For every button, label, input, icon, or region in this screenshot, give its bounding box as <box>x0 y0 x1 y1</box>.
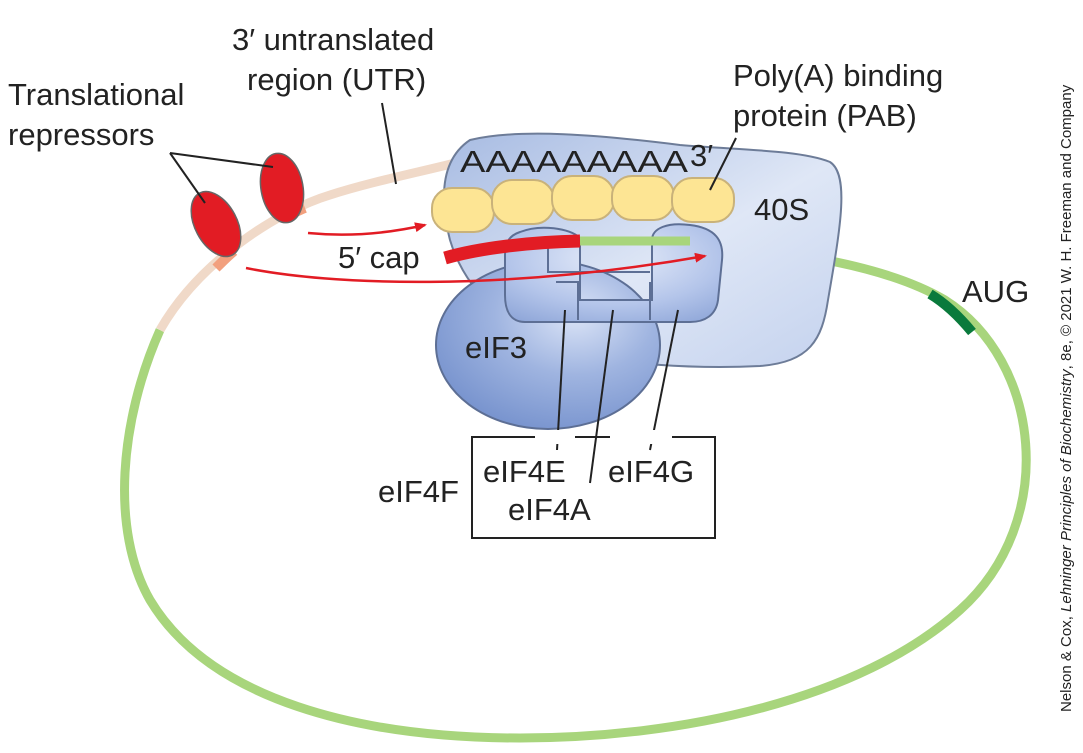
aug-codon-mark <box>927 289 976 336</box>
eif4f-divider-left <box>556 281 579 320</box>
leader-eif4a <box>589 309 614 484</box>
credit-line: Nelson & Cox, Lehninger Principles of Bi… <box>1058 84 1075 712</box>
credit-authors: Nelson & Cox, <box>1058 612 1075 712</box>
arrow-to-pab <box>307 222 427 236</box>
credit-book: Lehninger Principles of Biochemistry <box>1058 368 1075 612</box>
mrna-3utr-strand <box>156 158 457 333</box>
pab-protein-1 <box>431 187 495 233</box>
label-five-prime-cap: 5′ cap <box>338 240 420 275</box>
credit-rest: , 8e, © 2021 W. H. Freeman and Company <box>1058 84 1075 369</box>
leader-eif4g <box>649 309 679 451</box>
pab-proteins <box>431 175 735 233</box>
pab-protein-4 <box>611 175 675 221</box>
label-eif4a: eIF4A <box>508 492 591 527</box>
leader-pab <box>709 137 737 191</box>
translational-repressor-2 <box>259 152 305 224</box>
label-utr-line1: 3′ untranslated <box>232 22 434 57</box>
eif4f-inner-outline <box>547 240 650 273</box>
label-eif4f: eIF4F <box>378 474 459 509</box>
pab-protein-3 <box>551 175 615 221</box>
label-repressors-line2: repressors <box>8 117 154 152</box>
label-utr-line2: region (UTR) <box>247 62 426 97</box>
label-poly-a: AAAAAAAAA <box>460 144 688 179</box>
label-40s: 40S <box>754 192 809 227</box>
label-eif4g: eIF4G <box>608 454 694 489</box>
label-pab-line1: Poly(A) binding <box>733 58 943 93</box>
five-prime-cap <box>443 234 581 265</box>
translational-repressor-1 <box>190 190 242 258</box>
arrow-to-eif4g <box>245 252 707 284</box>
leader-repressor-1 <box>169 152 206 204</box>
label-eif3: eIF3 <box>465 330 527 365</box>
label-aug: AUG <box>962 274 1029 309</box>
pab-protein-5 <box>671 177 735 223</box>
pab-protein-2 <box>491 179 555 225</box>
eif4f-complex <box>504 223 724 323</box>
mrna-coding-strand <box>120 236 1031 743</box>
label-pab-line2: protein (PAB) <box>733 98 917 133</box>
eif4f-bracket-gap-g <box>610 430 672 444</box>
label-three-prime: 3′ <box>690 138 713 173</box>
eif4f-bracket <box>471 436 716 539</box>
leader-utr <box>381 102 397 185</box>
label-repressors-line1: Translational <box>8 77 184 112</box>
label-eif4e: eIF4E <box>483 454 566 489</box>
leader-repressor-2 <box>169 152 274 168</box>
eif4f-bracket-gap-e <box>535 430 575 444</box>
leader-eif4e <box>556 309 566 451</box>
